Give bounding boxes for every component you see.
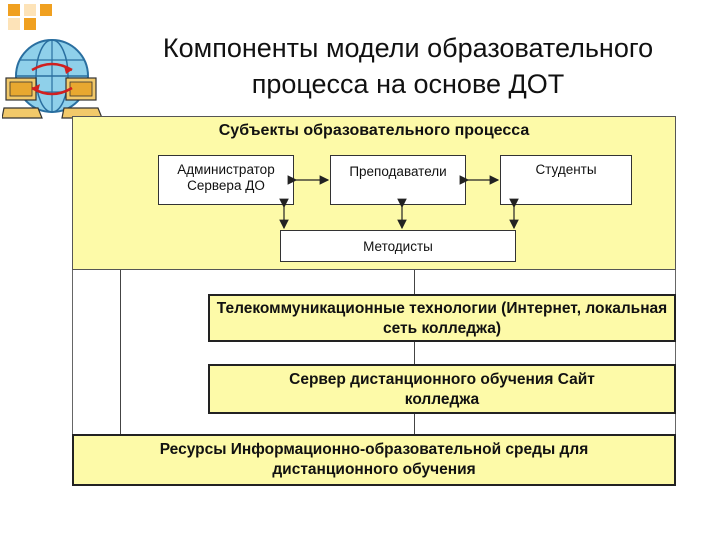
guide-line-center-3 xyxy=(414,412,415,436)
server-box: Сервер дистанционного обучения Сайт колл… xyxy=(208,364,676,414)
resources-box: Ресурсы Информационно-образовательной ср… xyxy=(72,434,676,486)
teachers-box: Преподаватели xyxy=(330,155,466,205)
globe-computers-logo xyxy=(1,36,103,122)
guide-line-center-1 xyxy=(414,270,415,296)
slide-title: Компоненты модели образовательного проце… xyxy=(162,33,654,99)
methodists-box: Методисты xyxy=(280,230,516,262)
corner-decoration xyxy=(0,0,70,34)
students-box: Студенты xyxy=(500,155,632,205)
subjects-title: Субъекты образовательного процесса xyxy=(218,122,530,139)
guide-line-center-2 xyxy=(414,340,415,366)
guide-line-left xyxy=(120,270,121,486)
admin-box: Администратор Сервера ДО xyxy=(158,155,294,205)
telecom-box: Телекоммуникационные технологии (Интерне… xyxy=(208,294,676,342)
